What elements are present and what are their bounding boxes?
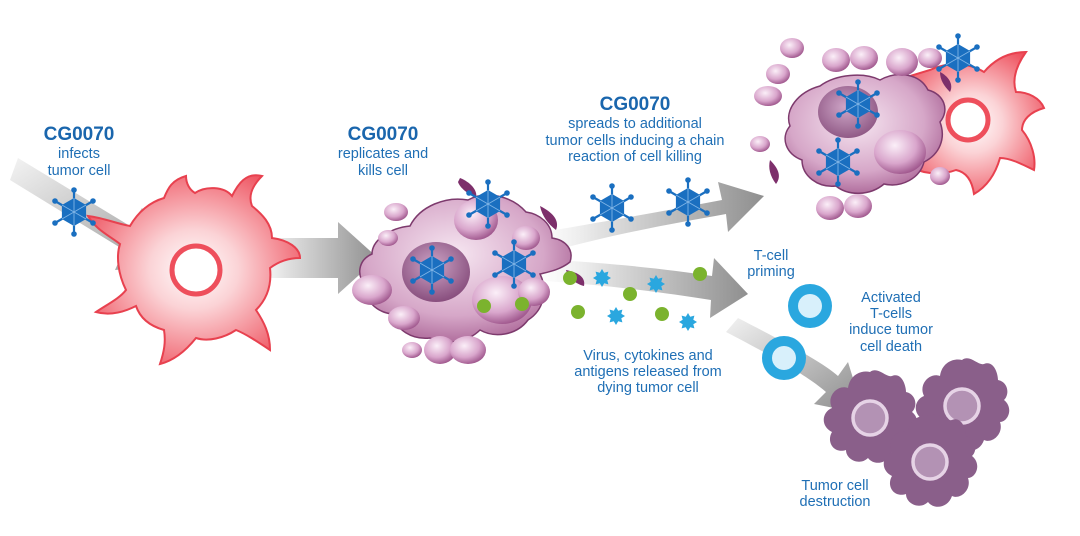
- step-replicates-line: kills cell: [358, 162, 408, 179]
- step-infects-line: tumor cell: [47, 162, 111, 179]
- release-label: Virus, cytokines and antigens released f…: [548, 348, 748, 397]
- arrow-release: [520, 258, 748, 318]
- release-line: Virus, cytokines and: [583, 348, 713, 364]
- step-infects-label: CG0070 infects tumor cell: [14, 124, 144, 179]
- step-spreads-line: spreads to additional: [568, 115, 702, 132]
- destruction-label: Tumor cell destruction: [780, 478, 890, 510]
- t-cell: [788, 284, 832, 328]
- cytokine-dot: [477, 299, 491, 313]
- released-particles: [563, 267, 707, 331]
- activated-tcells-line: Activated: [861, 290, 921, 306]
- release-line: antigens released from: [574, 364, 722, 381]
- step-spreads-label: CG0070 spreads to additional tumor cells…: [520, 94, 750, 166]
- tcell-priming-line: T-cell: [753, 248, 789, 264]
- activated-tcells-line: cell death: [859, 338, 923, 355]
- destruction-line: Tumor cell: [801, 478, 869, 494]
- step-spreads-line: reaction of cell killing: [568, 149, 702, 166]
- step-infects-line: infects: [58, 145, 100, 162]
- tumor-cell-red-left: [86, 174, 302, 366]
- tcell-priming-line: priming: [747, 264, 795, 281]
- step-infects-title: CG0070: [43, 124, 115, 145]
- cytokine-dot: [515, 297, 529, 311]
- step-replicates-line: replicates and: [337, 145, 429, 162]
- release-line: dying tumor cell: [597, 380, 699, 397]
- arrow-spreads: [510, 182, 764, 262]
- destruction-line: destruction: [799, 494, 871, 511]
- dying-tumor-cell: [352, 178, 585, 364]
- step-replicates-label: CG0070 replicates and kills cell: [318, 124, 448, 179]
- step-spreads-title: CG0070: [599, 94, 671, 115]
- dying-tumor-cell-right: [750, 38, 952, 220]
- activated-tcells-label: Activated T-cells induce tumor cell deat…: [836, 290, 946, 355]
- t-cell: [762, 336, 806, 380]
- step-replicates-title: CG0070: [347, 124, 419, 145]
- activated-tcells-line: induce tumor: [849, 322, 933, 339]
- tcell-priming-label: T-cell priming: [726, 248, 816, 280]
- activated-tcells-line: T-cells: [870, 306, 912, 323]
- step-spreads-line: tumor cells inducing a chain: [545, 132, 725, 149]
